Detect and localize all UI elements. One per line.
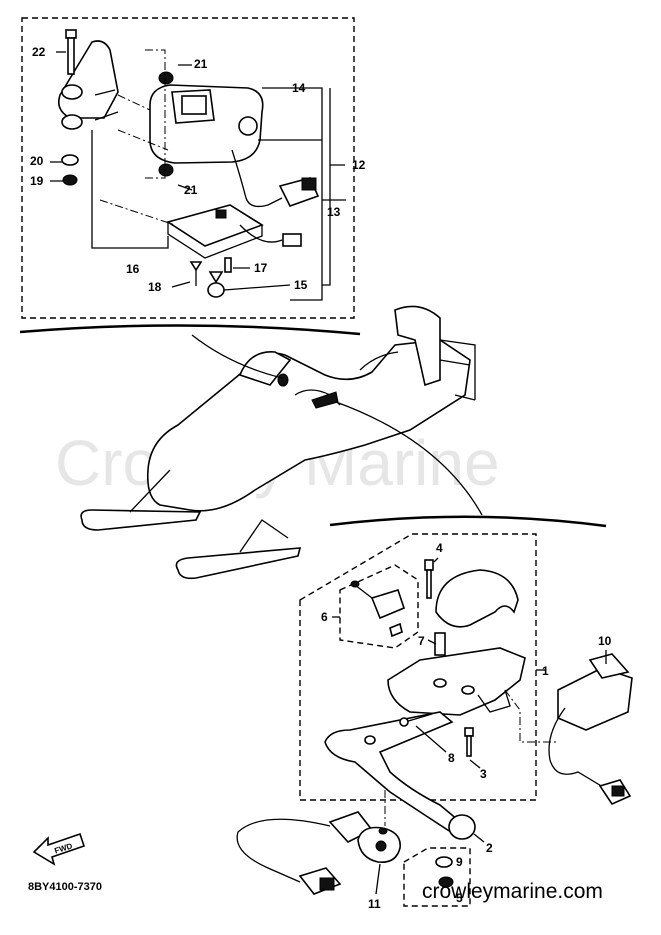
callout-3: 3: [480, 767, 487, 781]
subgroup-5-9-box: [403, 847, 471, 907]
relay-unit-10: [548, 653, 633, 806]
callout-19: 19: [30, 174, 44, 188]
diagram-code: 8BY4100-7370: [28, 881, 102, 893]
callout-6: 6: [321, 610, 328, 624]
mounting-bracket: [57, 40, 119, 130]
callout-7: 7: [418, 634, 425, 648]
callout-20: 20: [30, 154, 44, 168]
screw-8: [399, 713, 433, 727]
callout-17: 17: [254, 261, 268, 275]
callout-5: 5: [456, 891, 463, 905]
top-inset-box: [21, 17, 355, 319]
callout-1: 1: [542, 664, 549, 678]
sleeve-7: [434, 632, 446, 656]
callout-22: 22: [32, 45, 46, 59]
callout-21-top: 21: [194, 57, 208, 71]
snowmobile-illustration: [80, 305, 483, 580]
lower-inset-arc: [329, 515, 607, 528]
ball-2: [448, 814, 476, 840]
latch-6: [350, 580, 405, 638]
leader-21: [177, 64, 193, 191]
leader-19-20: [50, 161, 63, 182]
callout-14: 14: [292, 81, 306, 95]
sensor-11: [236, 811, 401, 895]
nut-19: [62, 174, 78, 186]
screw-3: [464, 727, 474, 757]
callout-16: 16: [126, 262, 140, 276]
top-inset-arc: [19, 324, 361, 336]
callout-4: 4: [436, 541, 443, 555]
callout-12: 12: [352, 158, 366, 172]
bracket-16: [91, 130, 169, 249]
callout-21-bottom: 21: [184, 183, 198, 197]
callout-15: 15: [294, 278, 308, 292]
callout-10: 10: [598, 634, 612, 648]
callout-13: 13: [327, 205, 341, 219]
subgroup-6-box: [339, 564, 419, 649]
washer-9: [435, 856, 453, 868]
bolt-22: [65, 29, 77, 75]
bracket-14-13: [258, 87, 323, 301]
leader-8: [415, 725, 447, 753]
throttle-housing: [387, 647, 526, 716]
callout-2: 2: [486, 841, 493, 855]
lever-cover: [435, 569, 519, 628]
leader-4: [433, 557, 439, 563]
callout-8: 8: [448, 751, 455, 765]
switch-assembly: [149, 71, 320, 208]
screw-4: [424, 559, 434, 599]
site-label: crowleymarine.com: [422, 880, 603, 903]
dashdot-guides: [99, 94, 176, 226]
screws-lower: [189, 257, 232, 298]
lower-inset-group: 4 6 7 10 1 8 3 2 9 5 11: [236, 515, 633, 911]
switch-base-plate: [166, 204, 302, 259]
callout-18: 18: [148, 280, 162, 294]
dashdot-group-21: [145, 49, 166, 179]
leader-15: [223, 284, 291, 291]
leader-3: [469, 759, 481, 769]
leader-7: [427, 639, 437, 645]
callout-9: 9: [456, 855, 463, 869]
washer-20: [61, 154, 79, 166]
callout-11: 11: [368, 897, 381, 911]
leader-17-18: [171, 267, 250, 288]
fwd-arrow-icon: FWD: [32, 832, 86, 866]
dashdot-10: [504, 689, 558, 743]
nut-5: [438, 876, 454, 888]
leader-11: [375, 863, 381, 895]
top-inset-group: 22 21 14 12 20 19 21 13 16 17 18 15: [19, 17, 366, 336]
leader-2: [473, 833, 485, 843]
bracket-12: [322, 88, 345, 286]
